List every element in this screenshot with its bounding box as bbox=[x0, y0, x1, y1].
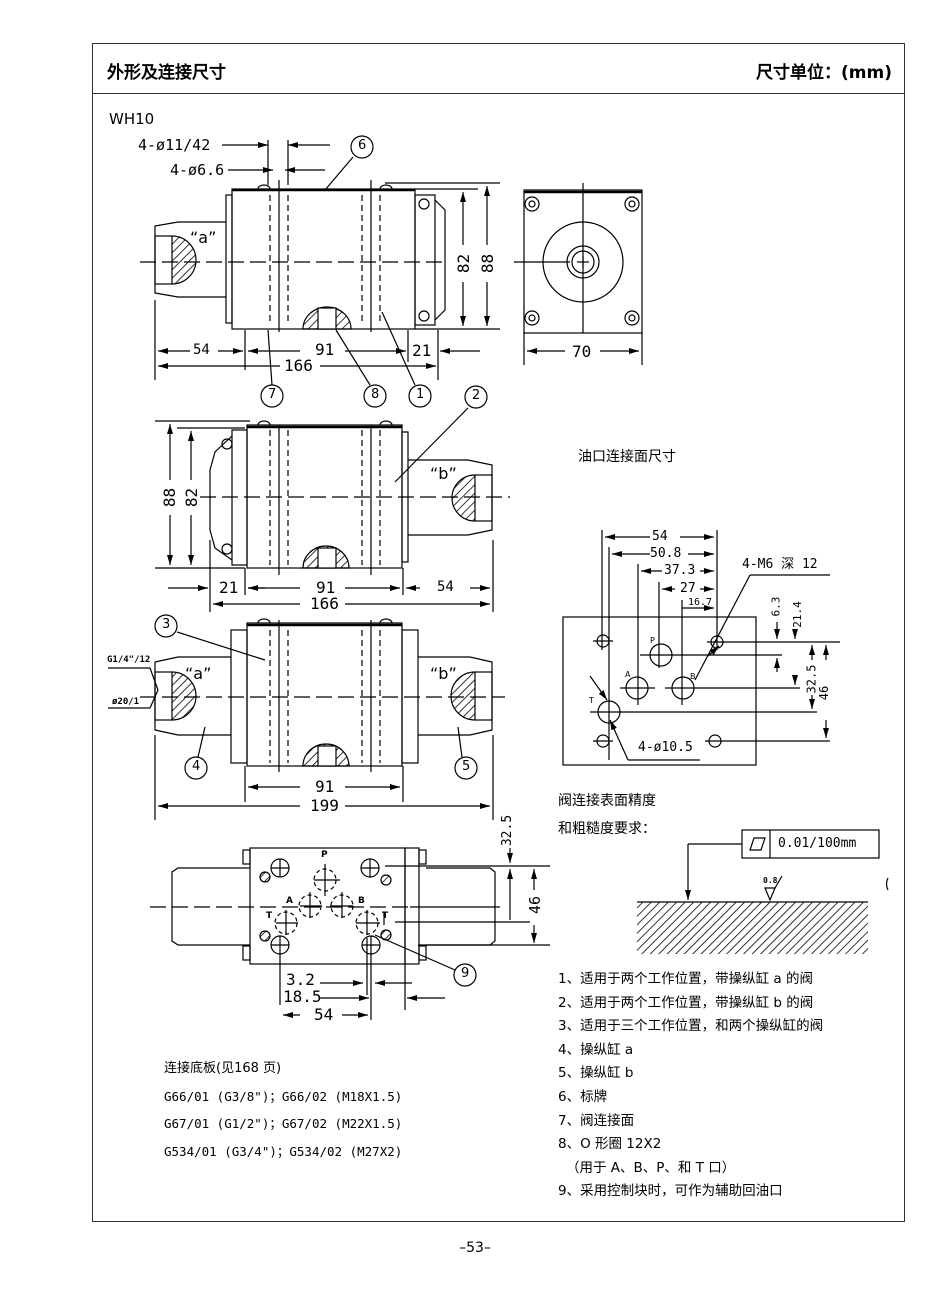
dim-46: 46 bbox=[526, 895, 545, 915]
dim-199: 199 bbox=[310, 796, 339, 815]
surface-spec-drawing bbox=[637, 829, 889, 954]
port-b-bottom: B bbox=[358, 896, 365, 906]
dim-18-5: 18.5 bbox=[283, 987, 322, 1006]
dim-16-7: 16.7 bbox=[688, 597, 713, 608]
note-item: 9、采用控制块时，可作为辅助回油口 bbox=[558, 1183, 783, 1200]
port-t-bottom-right: T bbox=[382, 911, 389, 921]
port-t-bottom-left: T bbox=[266, 911, 273, 921]
port-b-label-v3: “b” bbox=[430, 664, 457, 683]
hole-label: 4-ø10.5 bbox=[638, 740, 693, 755]
port-p-face: P bbox=[650, 636, 655, 645]
port-p-label: P bbox=[321, 850, 328, 860]
subplate-item: G534/01 (G3/4")；G534/02 (M27X2) bbox=[164, 1143, 403, 1159]
port-a-label-v3: “a” bbox=[185, 664, 212, 683]
dim-21: 21 bbox=[412, 341, 432, 360]
page-frame: 外形及连接尺寸 尺寸单位：(mm) WH10 bbox=[92, 43, 905, 1222]
dim-54-face: 54 bbox=[652, 529, 668, 544]
dim-6-3: 6.3 bbox=[769, 596, 783, 617]
dim-70: 70 bbox=[572, 342, 592, 361]
header: 外形及连接尺寸 尺寸单位：(mm) bbox=[93, 44, 904, 94]
note-item: 7、阀连接面 bbox=[558, 1112, 635, 1129]
dim-54-bottom: 54 bbox=[314, 1005, 334, 1024]
callout-6: 6 bbox=[358, 138, 367, 153]
side-view-b bbox=[155, 385, 510, 612]
dim-54-v2: 54 bbox=[437, 579, 454, 595]
dim-54: 54 bbox=[193, 342, 210, 358]
model-label: WH10 bbox=[109, 110, 155, 128]
subplate-list: 连接底板(见168 页) G66/01 (G3/8")；G66/02 (M18X… bbox=[164, 1055, 402, 1165]
notes-list: 1、适用于两个工作位置，带操纵缸 a 的阀 2、适用于两个工作位置，带操纵缸 b… bbox=[558, 968, 823, 1204]
dim-21-4: 21.4 bbox=[790, 601, 804, 628]
dim-166: 166 bbox=[284, 356, 313, 375]
end-view bbox=[514, 183, 643, 365]
port-thread-label: G1/4"/12 bbox=[107, 655, 151, 665]
side-view-a bbox=[140, 135, 500, 408]
port-dia-label: ø20/1 bbox=[112, 697, 140, 707]
note-item: 6、标牌 bbox=[558, 1088, 608, 1105]
port-t-face: T bbox=[589, 696, 594, 705]
port-face-drawing bbox=[562, 530, 840, 766]
unit-label: 尺寸单位：(mm) bbox=[756, 63, 892, 83]
dim-27: 27 bbox=[680, 581, 696, 596]
callout-4: 4 bbox=[192, 759, 201, 774]
port-a-label: “a” bbox=[190, 228, 217, 247]
port-b-face: B bbox=[690, 672, 696, 681]
page-number: –53– bbox=[459, 1240, 491, 1256]
thread-label: 4-M6 深 12 bbox=[742, 557, 818, 572]
port-face-title: 油口连接面尺寸 bbox=[578, 449, 676, 465]
port-a-face: A bbox=[625, 670, 631, 679]
note-item: （用于 A、B、P、和 T 口） bbox=[566, 1159, 736, 1176]
roughness-value: 0.8 bbox=[763, 876, 778, 885]
dim-46-face: 46 bbox=[817, 685, 832, 701]
surface-title-1: 阀连接表面精度 bbox=[558, 793, 656, 809]
surface-title-2: 和粗糙度要求： bbox=[558, 821, 656, 837]
note-item: 8、O 形圈 12X2 bbox=[558, 1136, 662, 1153]
callout-5: 5 bbox=[462, 759, 471, 774]
note-item: 5、操纵缸 b bbox=[558, 1065, 634, 1082]
note-item: 4、操纵缸 a bbox=[558, 1041, 634, 1058]
callout-8: 8 bbox=[371, 387, 380, 402]
flatness-value: 0.01/100mm bbox=[778, 836, 857, 851]
port-a-bottom: A bbox=[286, 896, 293, 906]
bottom-view bbox=[150, 847, 550, 1020]
subplate-item: G66/01 (G3/8")；G66/02 (M18X1.5) bbox=[164, 1088, 403, 1104]
callout-7: 7 bbox=[268, 387, 277, 402]
page-title: 外形及连接尺寸 bbox=[107, 63, 226, 83]
dim-3-2: 3.2 bbox=[286, 970, 315, 989]
note-item: 2、适用于两个工作位置，带操纵缸 b 的阀 bbox=[558, 994, 814, 1011]
dim-91-v2: 91 bbox=[316, 578, 336, 597]
dim-50-8: 50.8 bbox=[650, 546, 682, 561]
callout-3: 3 bbox=[162, 617, 171, 632]
dim-88: 88 bbox=[478, 253, 498, 274]
callout-2: 2 bbox=[472, 388, 481, 403]
dim-21-v2: 21 bbox=[219, 578, 239, 597]
dim-166-v2: 166 bbox=[310, 594, 339, 613]
dim-37-3: 37.3 bbox=[664, 563, 696, 578]
dim-82: 82 bbox=[454, 253, 474, 274]
dim-32-5: 32.5 bbox=[500, 814, 516, 847]
dim-88-v2: 88 bbox=[160, 487, 180, 508]
dim-91: 91 bbox=[315, 340, 335, 359]
callout-1: 1 bbox=[416, 387, 425, 402]
port-b-label: “b” bbox=[430, 464, 457, 483]
subplate-title: 连接底板(见168 页) bbox=[164, 1061, 282, 1076]
callout-9: 9 bbox=[461, 966, 470, 981]
note-item: 3、适用于三个工作位置，和两个操纵缸的阀 bbox=[558, 1018, 824, 1035]
note-item: 1、适用于两个工作位置，带操纵缸 a 的阀 bbox=[558, 971, 813, 987]
dim-82-v2: 82 bbox=[182, 487, 202, 508]
hole-outer-label: 4-ø11/42 bbox=[138, 136, 211, 154]
side-view-ab bbox=[108, 614, 505, 820]
hole-inner-label: 4-ø6.6 bbox=[170, 161, 225, 179]
subplate-item: G67/01 (G1/2")；G67/02 (M22X1.5) bbox=[164, 1116, 403, 1131]
dim-91-v3: 91 bbox=[315, 777, 335, 796]
